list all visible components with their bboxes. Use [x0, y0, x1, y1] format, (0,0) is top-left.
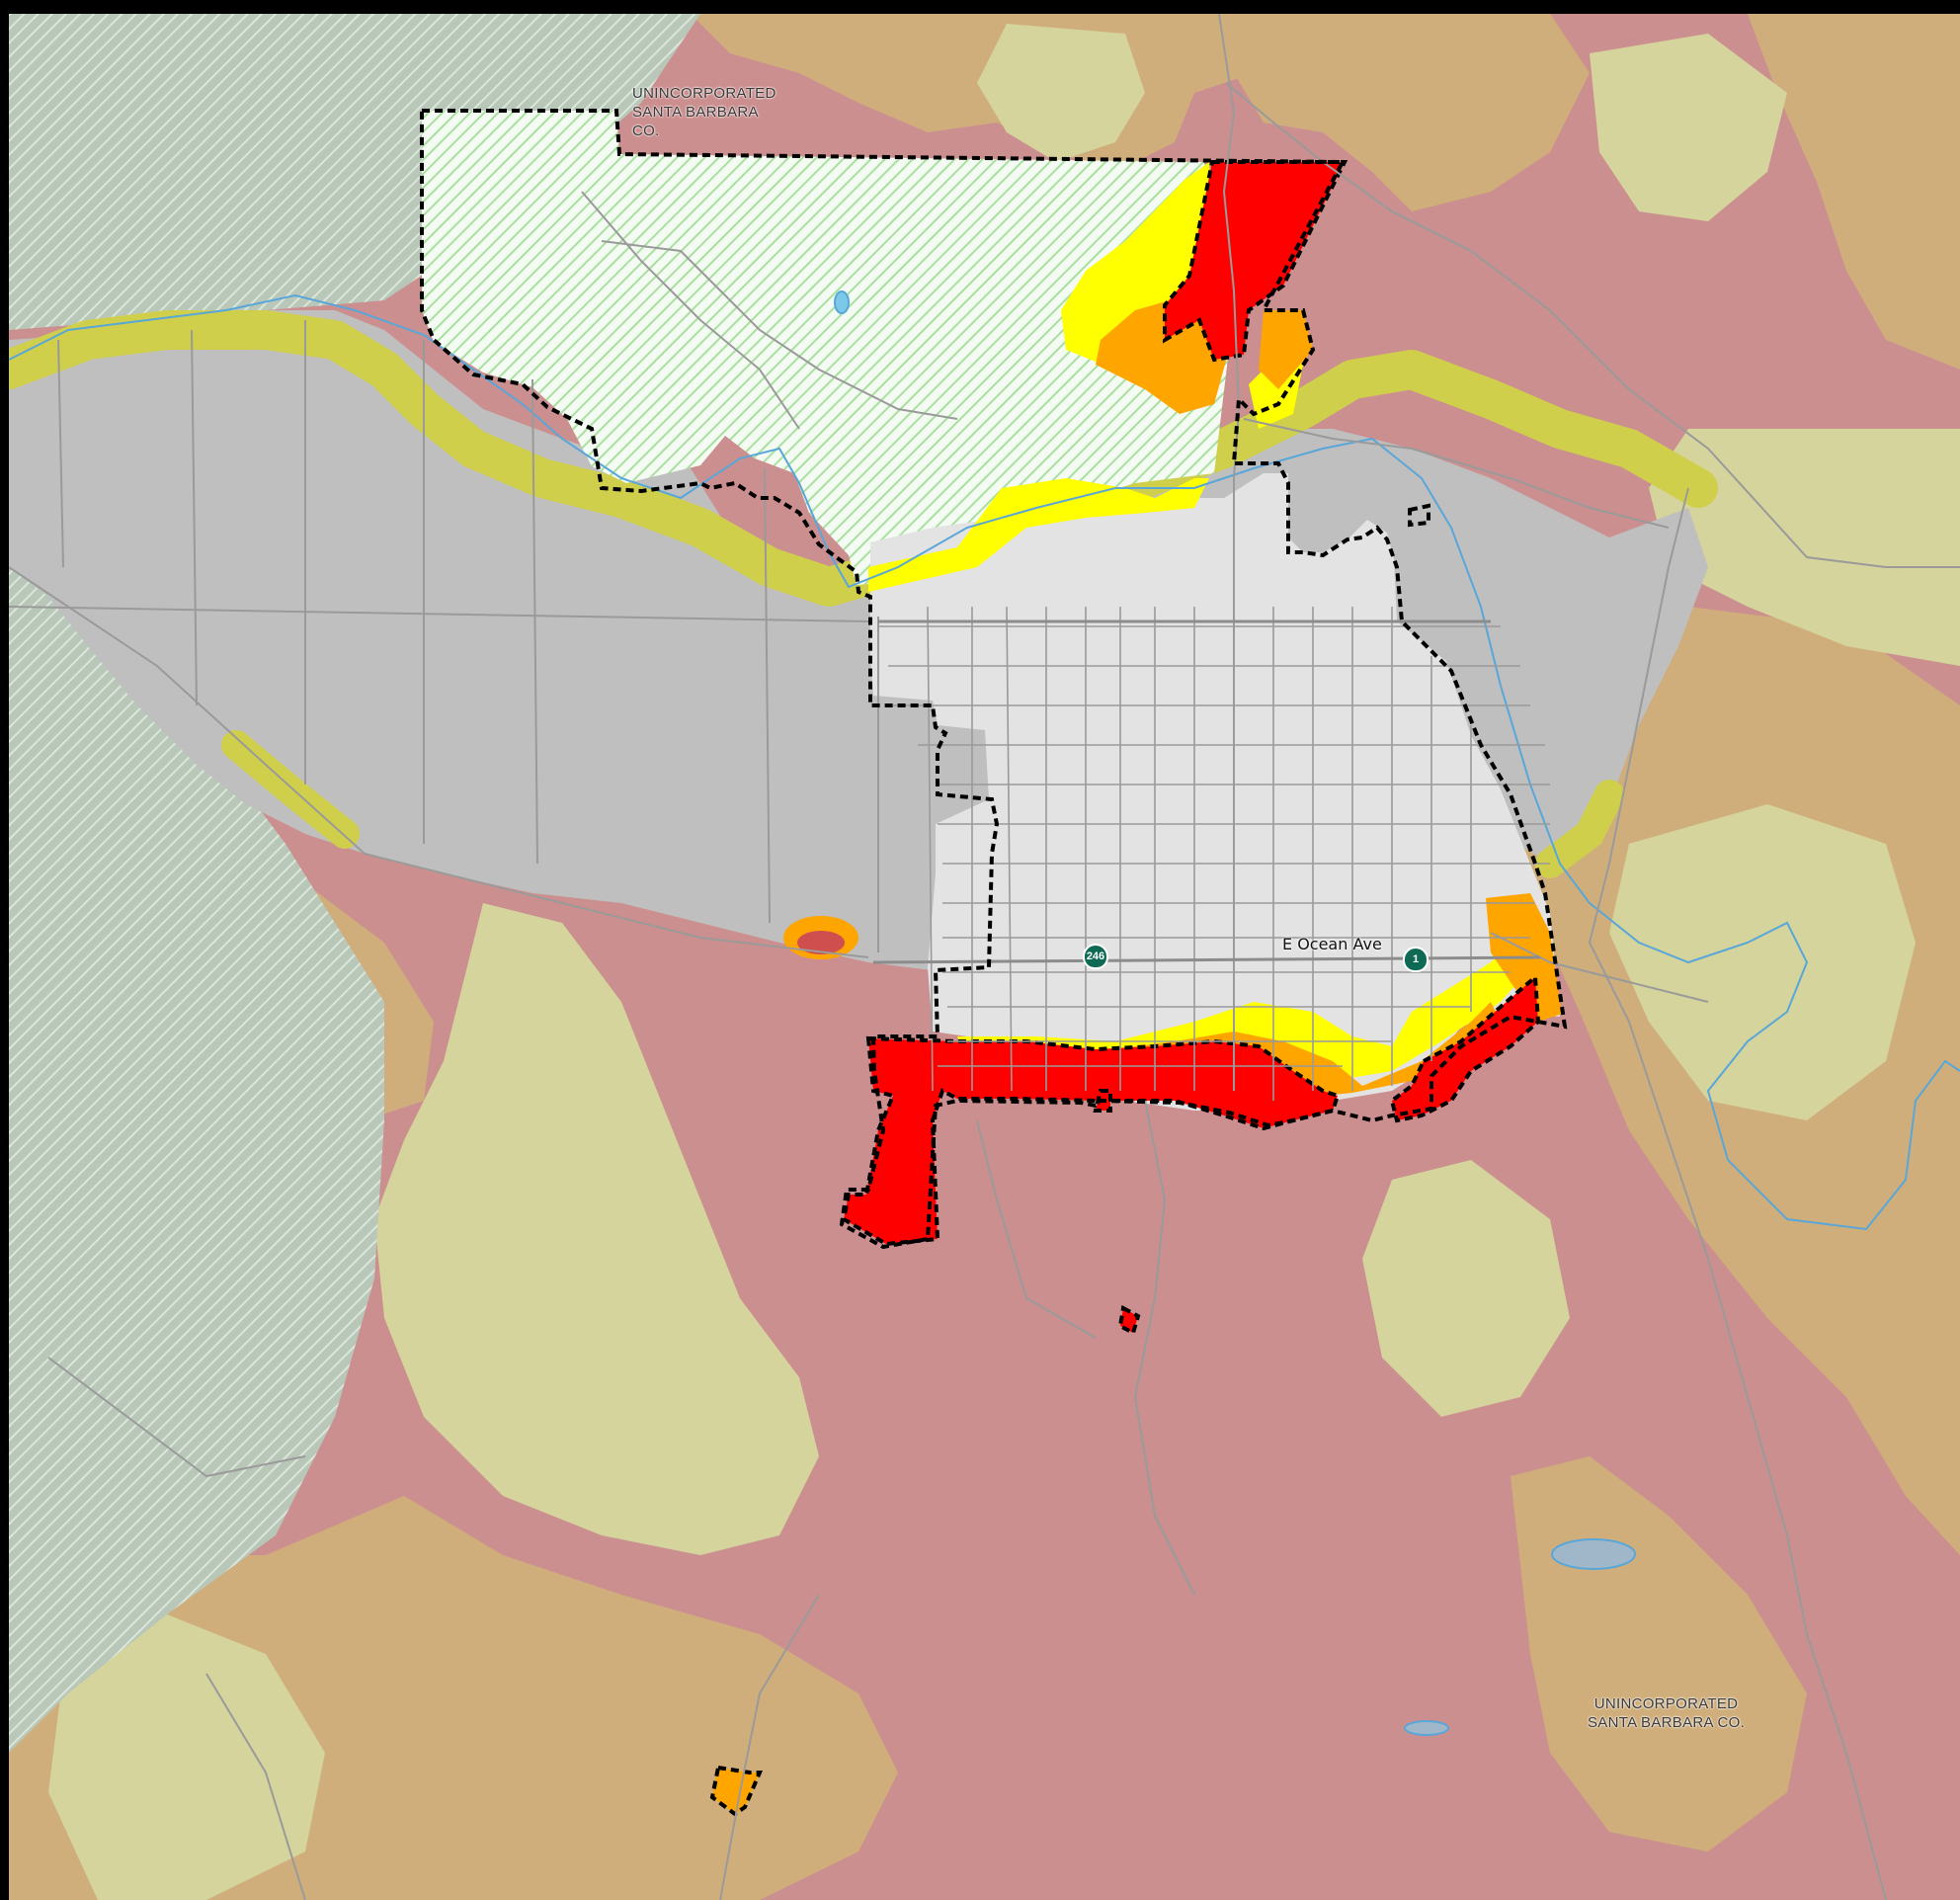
label-north-line3: CO. — [632, 123, 660, 139]
label-north-line2: SANTA BARBARA — [632, 104, 759, 121]
federal-land-nw — [9, 14, 700, 330]
label-north-line1: UNINCORPORATED — [632, 85, 776, 102]
river-buffer-band — [9, 310, 1718, 607]
sphere-of-influence-area — [422, 111, 1229, 585]
moderate-hazard-zone — [48, 24, 1960, 1900]
city-area — [870, 473, 1560, 1111]
lake-small — [1404, 1720, 1449, 1736]
route-246-shield: 246 — [1083, 944, 1108, 969]
fhsz-high-south-parcel — [709, 1765, 764, 1817]
route-1-shield: 1 — [1403, 947, 1429, 972]
city-boundary — [420, 109, 1568, 1250]
label-southeast-line2: SANTA BARBARA CO. — [1588, 1714, 1746, 1731]
federal-land-west — [9, 567, 384, 1753]
river — [9, 293, 1960, 1231]
pond — [834, 290, 850, 314]
label-unincorporated-north: UNINCORPORATED SANTA BARBARA CO. — [632, 84, 776, 140]
fire-hazard-map[interactable] — [9, 14, 1960, 1900]
hazard-hotspot-core — [797, 931, 845, 954]
map-frame[interactable]: UNINCORPORATED SANTA BARBARA CO. UNINCOR… — [9, 14, 1960, 1900]
street-label-e-ocean-ave: E Ocean Ave — [1282, 935, 1382, 953]
label-unincorporated-southeast: UNINCORPORATED SANTA BARBARA CO. — [1588, 1694, 1745, 1732]
buffer-band-east — [1535, 780, 1624, 878]
primary-roads — [872, 620, 1541, 964]
roads-rural — [9, 14, 1960, 1900]
label-southeast-line1: UNINCORPORATED — [1593, 1695, 1739, 1712]
lake — [1551, 1538, 1636, 1570]
roads-city-grid — [878, 606, 1550, 1101]
